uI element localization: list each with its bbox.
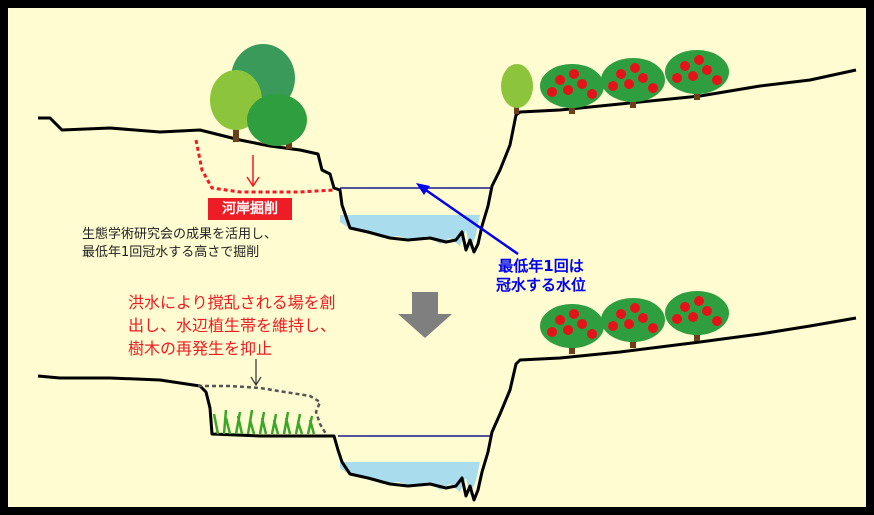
effect-note-line: 出し、水辺植生帯を維持し、 <box>128 316 337 335</box>
ground-profile-after <box>37 316 857 502</box>
water-level-pointer <box>419 184 519 256</box>
effect-note-line: 洪水により撹乱される場を創 <box>128 293 336 312</box>
method-note: 生態学術研究会の成果を活用し、 最低年1回冠水する高さで掘削 <box>82 226 277 262</box>
tree-cluster-icon <box>210 44 307 149</box>
fruit-tree-icon <box>665 50 729 100</box>
water-level-note-line: 最低年1回は <box>498 257 584 275</box>
effect-note: 洪水により撹乱される場を創 出し、水辺植生帯を維持し、 樹木の再発生を抑止 <box>128 291 336 360</box>
excavation-tag: 河岸掘削 <box>208 198 292 220</box>
excavation-line-red <box>194 139 335 194</box>
method-note-line: 生態学術研究会の成果を活用し、 <box>82 227 278 242</box>
fruit-tree-icon <box>665 291 729 341</box>
transition-arrow-icon <box>398 292 452 338</box>
water-level-pointer-head <box>416 183 430 195</box>
effect-note-line: 樹木の再発生を抑止 <box>128 339 273 358</box>
fruit-tree-icon <box>540 64 604 114</box>
fruit-tree-icon <box>540 304 604 354</box>
water-level-note-line: 冠水する水位 <box>495 276 586 294</box>
single-tree-icon <box>501 64 533 114</box>
down-arrow-red-head <box>246 176 260 188</box>
method-note-line: 最低年1回冠水する高さで掘削 <box>82 245 260 260</box>
fruit-tree-icon <box>601 58 665 108</box>
former-bank-line-gray <box>198 384 328 435</box>
grass-icon <box>212 409 316 435</box>
fruit-tree-icon <box>601 298 665 348</box>
river-water-after <box>340 462 480 496</box>
down-arrow-small-head <box>250 376 262 387</box>
water-level-note: 最低年1回は 冠水する水位 <box>476 257 606 295</box>
river-water-before <box>340 215 480 250</box>
